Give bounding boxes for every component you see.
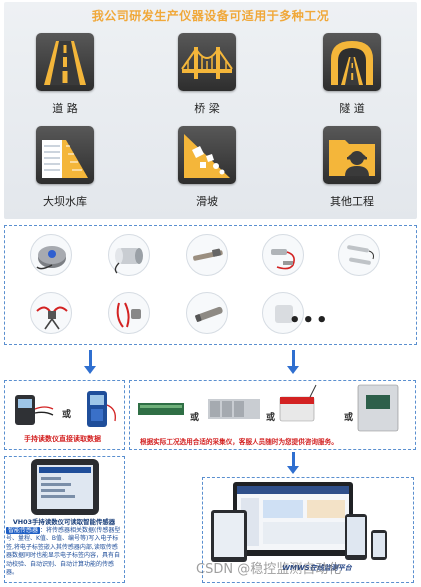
scenarios-title: 我公司研发生产仪器设备可适用于多种工况	[91, 9, 330, 23]
or-label: 或	[266, 413, 276, 423]
vh03-device-illustration	[31, 459, 99, 515]
vh03-title: VH03手持读数仪可读取智能传感器	[12, 518, 116, 526]
platform-devices-illustration	[211, 482, 387, 562]
displacement-meter-icon	[262, 292, 304, 334]
category-dam-label: 大坝水库	[43, 195, 87, 208]
more-sensors-indicator: •••	[289, 310, 330, 331]
tunnel-icon	[323, 33, 381, 91]
handheld-readers-illustration	[15, 391, 116, 427]
category-road: 道 路	[25, 33, 105, 116]
engineer-folder-icon	[323, 126, 381, 184]
category-dam: 大坝水库	[25, 126, 105, 209]
category-bridge: 桥 梁	[167, 33, 247, 116]
acquisition-caption: 根据实际工况选用合适的采集仪，客服人员随时为您提供咨询服务。	[140, 438, 338, 446]
arrow-down-icon	[84, 350, 96, 374]
handheld-reader-panel	[4, 380, 125, 450]
road-icon	[36, 33, 94, 91]
vh03-reader-panel	[4, 456, 125, 583]
category-other-engineering: 其他工程	[312, 126, 392, 209]
acquisition-devices-illustration	[138, 384, 399, 432]
monitoring-platform-panel	[202, 477, 414, 583]
thermometer-probe-icon	[338, 234, 380, 276]
category-tunnel-label: 隧 道	[339, 102, 365, 115]
vh03-description-text: ：将传感器相关数据(传感器型号、量程、K值、B值、编号等)写入电子标签,将电子标…	[6, 527, 121, 577]
or-label: 或	[344, 413, 354, 423]
reader-caption: 手持读数仪直接读取数据	[24, 435, 101, 443]
earth-pressure-cell-icon	[30, 234, 72, 276]
data-acquisition-panel	[129, 380, 416, 450]
csdn-watermark: CSDN @稳控监测自动化	[196, 562, 342, 577]
landslide-icon	[178, 126, 236, 184]
or-label: 或	[62, 410, 72, 420]
cable-sensor-icon	[262, 234, 304, 276]
vh03-description: 智能传感器：将传感器相关数据(传感器型号、量程、K值、B值、编号等)写入电子标签…	[6, 527, 121, 577]
clip-sensor-icon	[30, 292, 72, 334]
arrow-down-icon	[287, 350, 299, 374]
arrow-down-icon	[287, 452, 299, 474]
smart-sensor-tag: 智能传感器	[6, 527, 41, 534]
rod-sensor-icon	[186, 234, 228, 276]
dam-icon	[36, 126, 94, 184]
category-tunnel: 隧 道	[312, 33, 392, 116]
strain-gauge-icon	[108, 234, 150, 276]
category-other-engineering-label: 其他工程	[330, 195, 374, 208]
category-landslide: 滑坡	[167, 126, 247, 209]
bridge-icon	[178, 33, 236, 91]
category-road-label: 道 路	[52, 102, 78, 115]
category-landslide-label: 滑坡	[196, 195, 218, 208]
category-bridge-label: 桥 梁	[194, 102, 220, 115]
or-label: 或	[190, 413, 200, 423]
anchor-sensor-icon	[186, 292, 228, 334]
platform-caption: WMWS在线监测平台	[282, 564, 352, 572]
red-lead-sensor-icon	[108, 292, 150, 334]
